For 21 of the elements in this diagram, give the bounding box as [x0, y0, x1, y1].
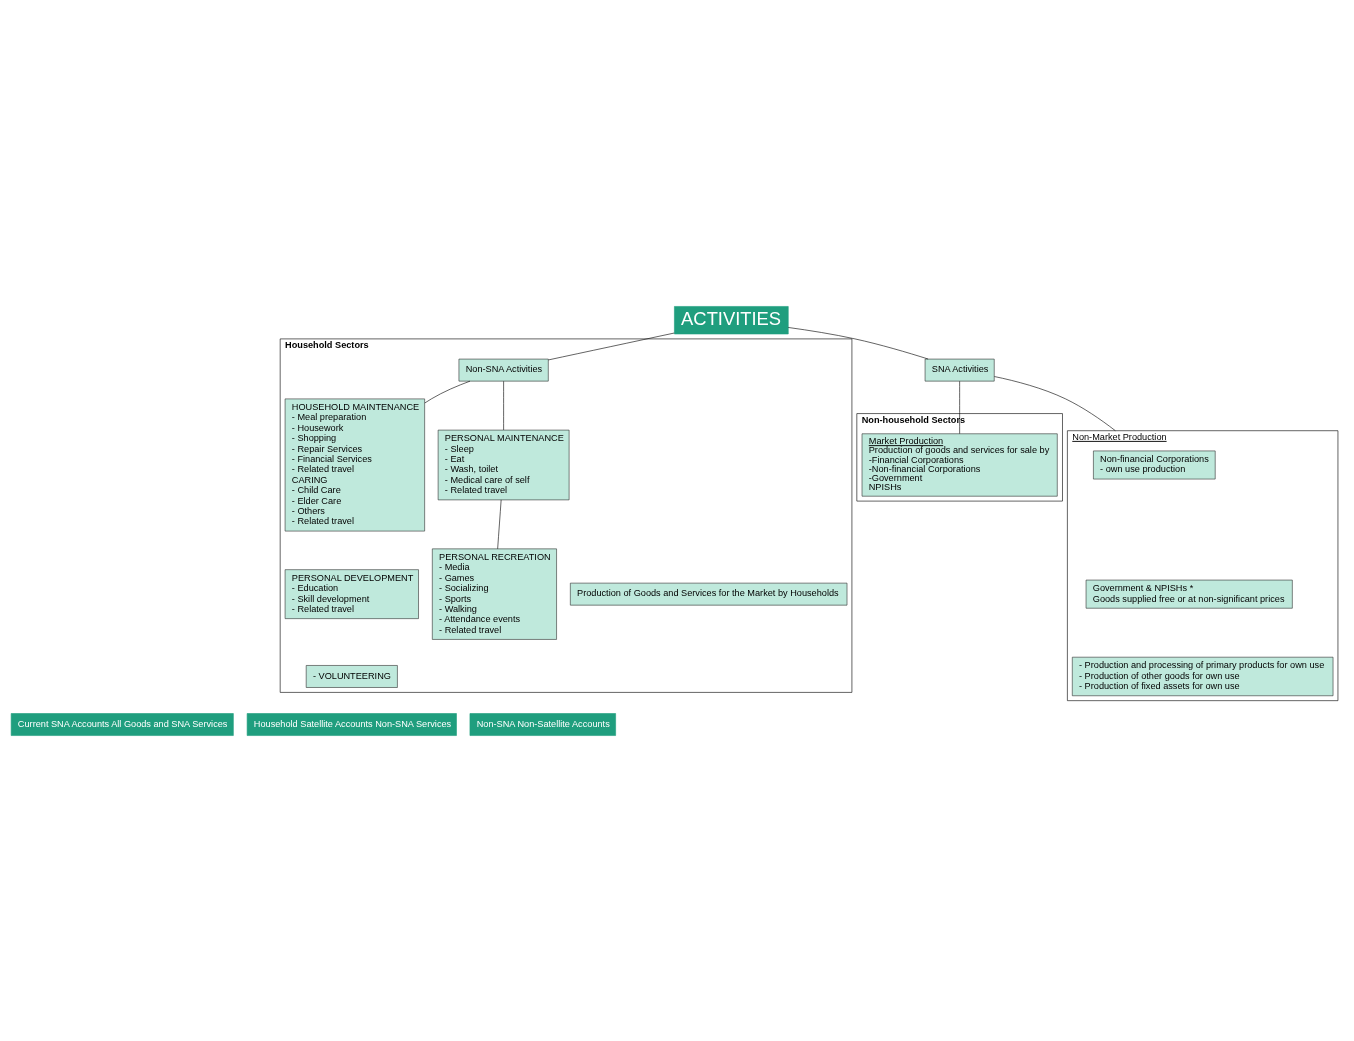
node-box: SNA Activities — [924, 358, 995, 381]
node-box: HOUSEHOLD MAINTENANCE - Meal preparation - Housework - Shopping - Repair Services - Financial Services - Related travel CARING - Child Care - Elder Care - Others - Related travel — [284, 398, 425, 531]
node-box: Production of Goods and Services for the Market by Households — [570, 582, 848, 605]
connector — [424, 380, 471, 403]
node-box: PERSONAL DEVELOPMENT - Education - Skill development - Related travel — [284, 568, 419, 619]
connector — [959, 380, 960, 434]
node-box: PERSONAL MAINTENANCE - Sleep - Eat - Wash, toilet - Medical care of self - Related travel — [437, 429, 570, 500]
node-box: Household Satellite Accounts Non-SNA Services — [246, 712, 457, 736]
node-box: ACTIVITIES — [674, 305, 789, 334]
node-box: Government & NPISHs * Goods supplied free or at non-significant prices — [1085, 579, 1293, 609]
connector — [548, 332, 675, 360]
node-box: - Production and processing of primary products for own use - Production of other goods for own use - Production of fixed assets for own use — [1071, 656, 1334, 696]
node-box: PERSONAL RECREATION - Media - Games - Socializing - Sports - Walking - Attendance events - Related travel — [432, 548, 557, 640]
node-box: - VOLUNTEERING — [305, 664, 398, 688]
node-box: Current SNA Accounts All Goods and SNA Services — [10, 712, 234, 736]
node-box: Non-SNA Activities — [458, 358, 549, 381]
node-box: Market Production Production of goods and services for sale by -Financial Corporations -Non-financial Corporations -Government NPISHs — [861, 432, 1058, 496]
connector — [787, 326, 929, 359]
node-box: Non-SNA Non-Satellite Accounts — [469, 712, 616, 736]
connector — [994, 375, 1116, 431]
node-box: Non-financial Corporations - own use production — [1093, 450, 1216, 479]
